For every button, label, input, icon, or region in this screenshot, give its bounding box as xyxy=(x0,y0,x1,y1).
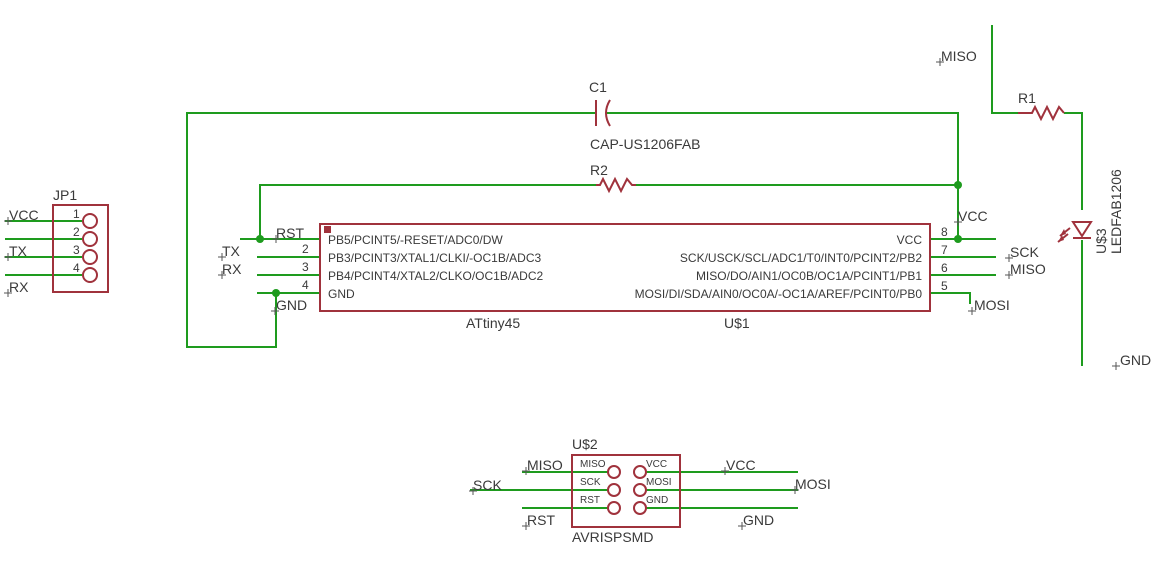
connector-u2[interactable]: MISO SCK RST VCC MOSI GND U$2 AVRISPSMD xyxy=(571,436,681,545)
jp1-name: JP1 xyxy=(53,187,77,203)
u2-pin-sck-label: SCK xyxy=(580,477,601,488)
u2-pad-miso xyxy=(607,465,621,479)
u1-pin2-label: PB3/PCINT3/XTAL1/CLKI/-OC1B/ADC3 xyxy=(328,251,542,265)
jp1-pin2-num: 2 xyxy=(73,225,80,239)
capacitor-c1[interactable]: C1 CAP-US1206FAB xyxy=(589,79,701,152)
net-label-rx-u1: RX xyxy=(222,261,242,277)
led-triangle xyxy=(1071,221,1093,238)
u2-pad-gnd xyxy=(633,501,647,515)
u1-pin8-num: 8 xyxy=(941,225,948,239)
u1-pin6-label: MISO/DO/AIN1/OC0B/OC1A/PCINT1/PB1 xyxy=(696,269,922,283)
r1-zigzag xyxy=(1018,104,1065,122)
net-label-mosi-u1: MOSI xyxy=(974,297,1010,313)
net-label-miso-u1: MISO xyxy=(1010,261,1046,277)
u2-pad-mosi xyxy=(633,483,647,497)
led-u3[interactable]: U$3 LEDFAB1206 xyxy=(1057,169,1124,254)
junction-gnd-c1 xyxy=(272,289,280,297)
jp1-pin4-num: 4 xyxy=(73,261,80,275)
wire-r2-left xyxy=(259,184,596,239)
led-name: U$3 xyxy=(1093,228,1109,254)
c1-value: CAP-US1206FAB xyxy=(590,136,701,152)
u2-pin-miso-label: MISO xyxy=(580,459,606,470)
net-label-vcc-u1: VCC xyxy=(958,208,988,224)
net-labels: MISO GND VCC SCK MISO MOSI TX RX RST GND… xyxy=(4,48,1151,530)
wire-c1-vcc xyxy=(606,112,959,239)
net-label-gnd-right: GND xyxy=(1120,352,1151,368)
net-label-rx-jp1: RX xyxy=(9,279,29,295)
net-label-tx-u1: TX xyxy=(222,243,241,259)
c1-name: C1 xyxy=(589,79,607,95)
r1-name: R1 xyxy=(1018,90,1036,106)
net-label-mosi-isp: MOSI xyxy=(795,476,831,492)
resistor-r2[interactable]: R2 xyxy=(590,162,636,194)
junction-rst-r2 xyxy=(256,235,264,243)
u2-pin-vcc-label: VCC xyxy=(646,459,667,470)
r2-name: R2 xyxy=(590,162,608,178)
jp1-body xyxy=(52,204,109,293)
u2-value: AVRISPSMD xyxy=(572,529,653,545)
net-label-sck-u1: SCK xyxy=(1010,244,1039,260)
net-label-rst-u1: RST xyxy=(276,225,304,241)
net-label-rst-isp: RST xyxy=(527,512,555,528)
u1-value: ATtiny45 xyxy=(466,315,520,331)
u1-pin4-label: GND xyxy=(328,287,355,301)
jp1-pin3-pad xyxy=(82,249,98,265)
junction-vcc-pin8 xyxy=(954,235,962,243)
u1-pin1-label: PB5/PCINT5/-RESET/ADC0/DW xyxy=(328,233,503,247)
jp1-pin1-pad xyxy=(82,213,98,229)
u2-pin-mosi-label: MOSI xyxy=(646,477,672,488)
jp1-pin3-num: 3 xyxy=(73,243,80,257)
led-value: LEDFAB1206 xyxy=(1108,169,1124,254)
junctions xyxy=(256,181,962,297)
net-label-gnd-u1: GND xyxy=(276,297,307,313)
jp1-pin1-num: 1 xyxy=(73,207,80,221)
u1-pin6-num: 6 xyxy=(941,261,948,275)
r2-zigzag xyxy=(596,176,636,194)
net-label-tx-jp1: TX xyxy=(9,243,28,259)
u1-pin7-label: SCK/USCK/SCL/ADC1/T0/INT0/PCINT2/PB2 xyxy=(680,251,922,265)
c1-plate-right xyxy=(605,99,611,127)
wire-miso-r1 xyxy=(991,25,1018,114)
wires xyxy=(5,25,1083,509)
u1-pin2-num: 2 xyxy=(302,242,309,256)
resistor-r1[interactable]: R1 xyxy=(1018,90,1065,122)
wire-r1-led xyxy=(1064,112,1083,210)
u1-pin5-num: 5 xyxy=(941,279,948,293)
u2-name: U$2 xyxy=(572,436,598,452)
u1-body xyxy=(319,223,931,312)
u1-pin7-num: 7 xyxy=(941,243,948,257)
u1-pin4-num: 4 xyxy=(302,278,309,292)
net-label-gnd-isp: GND xyxy=(743,512,774,528)
u1-pin5-label: MOSI/DI/SDA/AIN0/OC0A/-OC1A/AREF/PCINT0/… xyxy=(635,287,923,301)
net-label-vcc-isp: VCC xyxy=(726,457,756,473)
u1-pin8-label: VCC xyxy=(897,233,923,247)
u1-pin3-label: PB4/PCINT4/XTAL2/CLKO/OC1B/ADC2 xyxy=(328,269,544,283)
wire-c1-gnd-loop xyxy=(186,112,596,348)
u2-pin-gnd-label: GND xyxy=(646,495,668,506)
net-label-sck-isp: SCK xyxy=(473,477,502,493)
u2-pad-vcc xyxy=(633,465,647,479)
chip-u1[interactable]: PB5/PCINT5/-RESET/ADC0/DW PB3/PCINT3/XTA… xyxy=(302,223,948,331)
jp1-pin4-pad xyxy=(82,267,98,283)
wire-u1-pin5 xyxy=(930,292,971,304)
u1-pin1-marker xyxy=(324,226,331,233)
u2-pin-rst-label: RST xyxy=(580,495,600,506)
net-label-vcc-jp1: VCC xyxy=(9,207,39,223)
u2-pad-rst xyxy=(607,501,621,515)
net-label-miso-top: MISO xyxy=(941,48,977,64)
u2-pad-sck xyxy=(607,483,621,497)
net-label-miso-isp: MISO xyxy=(527,457,563,473)
u1-name: U$1 xyxy=(724,315,750,331)
led-arrowhead-1 xyxy=(1060,229,1066,236)
jp1-pin2-pad xyxy=(82,231,98,247)
u1-pin3-num: 3 xyxy=(302,260,309,274)
header-jp1[interactable]: 1 2 3 4 JP1 xyxy=(52,187,109,293)
junction-r2-vcc xyxy=(954,181,962,189)
u2-body xyxy=(571,454,681,528)
led-arrowhead-2 xyxy=(1058,235,1064,242)
